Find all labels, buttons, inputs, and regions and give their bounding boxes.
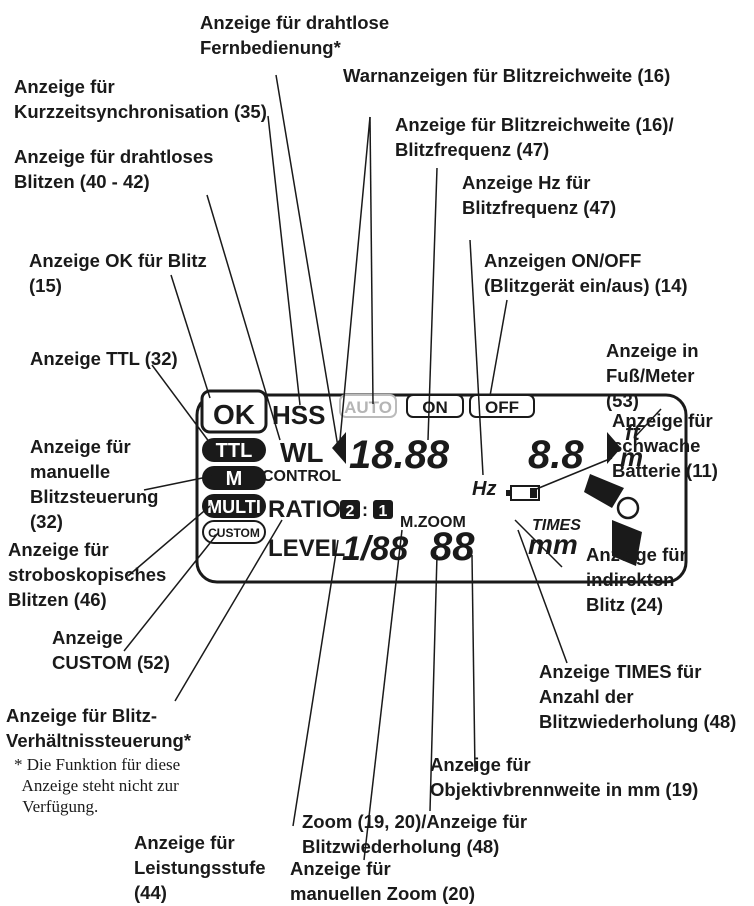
multi-indicator-box	[202, 494, 266, 518]
bounce-head-top-icon	[584, 474, 624, 508]
label-wireless-flash: Anzeige für drahtloses Blitzen (40 - 42)	[14, 146, 214, 192]
label-battery: Anzeige für schwache Batterie (11)	[612, 410, 718, 481]
auto-indicator: AUTO	[344, 398, 392, 417]
label-bounce: Anzeige für indirekten Blitz (24)	[586, 544, 687, 615]
leader-manual-zoom	[363, 529, 403, 861]
leader-ft-m	[633, 408, 662, 439]
leader-hz	[469, 239, 484, 476]
leader-ratio	[174, 519, 283, 702]
mm-indicator: mm	[528, 529, 578, 560]
bounce-head-bottom-icon	[612, 520, 642, 566]
label-focal: Anzeige für Objektivbrennweite in mm (19…	[430, 754, 699, 800]
leader-range-freq	[427, 167, 438, 441]
m-indicator-box	[202, 466, 266, 490]
label-manual-zoom: Anzeige für manuellen Zoom (20)	[290, 858, 476, 904]
distance-digits-right: 8.8	[528, 433, 584, 477]
ratio-a-box	[340, 500, 360, 519]
label-ttl: Anzeige TTL (32)	[30, 348, 178, 369]
on-indicator-box	[406, 394, 464, 418]
wl-indicator: WL	[280, 437, 324, 468]
leader-range-warning-left	[339, 116, 371, 441]
leader-ok	[170, 274, 211, 399]
on-indicator: ON	[422, 398, 448, 417]
leader-bounce	[514, 519, 563, 568]
label-level: Anzeige für Leistungsstufe (44)	[134, 832, 266, 903]
ratio-a: 2	[346, 503, 355, 520]
ratio-indicator: RATIO	[268, 496, 341, 523]
range-warning-left-arrow	[332, 432, 346, 464]
leader-hss	[267, 115, 301, 406]
custom-indicator: CUSTOM	[208, 526, 260, 540]
label-ok: Anzeige OK für Blitz (15)	[29, 250, 207, 296]
ratio-b: 1	[379, 503, 388, 520]
leader-on-off	[489, 299, 508, 397]
label-wireless-remote: Anzeige für drahtlose Fernbedienung*	[200, 12, 390, 58]
level-indicator: LEVEL	[268, 535, 345, 562]
label-times: Anzeige TIMES für Anzahl der Blitzwieder…	[539, 661, 737, 732]
off-indicator-box	[469, 394, 535, 418]
ttl-indicator-box	[202, 438, 266, 462]
ok-indicator-box	[200, 389, 268, 434]
footnote: * Die Funktion für diese Anzeige steht n…	[14, 755, 181, 816]
leader-lines	[123, 74, 662, 861]
label-custom: Anzeige CUSTOM (52)	[52, 627, 170, 673]
leader-ttl	[151, 364, 211, 444]
leader-strobe	[127, 505, 211, 577]
auto-indicator-box	[339, 394, 397, 418]
ratio-b-box	[373, 500, 393, 519]
multi-indicator: MULTI	[207, 497, 261, 517]
hss-indicator: HSS	[272, 400, 325, 430]
leader-battery	[533, 457, 613, 491]
label-on-off: Anzeigen ON/OFF (Blitzgerät ein/aus) (14…	[484, 250, 688, 296]
leader-focal	[471, 554, 476, 773]
leader-level	[292, 539, 339, 827]
label-ratio: Anzeige für Blitz- Verhältnissteuerung*	[6, 705, 192, 751]
range-warning-right-arrow	[607, 432, 621, 464]
leader-auto	[369, 116, 374, 405]
battery-tip	[506, 490, 511, 496]
distance-digits: 18.88	[349, 433, 450, 477]
times-indicator: TIMES	[532, 517, 581, 534]
label-hss: Anzeige für Kurzzeitsynchronisation (35)	[14, 76, 267, 122]
off-indicator: OFF	[485, 398, 519, 417]
ok-indicator: OK	[213, 399, 255, 430]
ft-indicator: ft	[625, 420, 641, 445]
m-indicator: m	[620, 442, 643, 472]
manual-indicator: M	[226, 468, 243, 490]
label-strobe: Anzeige für stroboskopisches Blitzen (46…	[8, 539, 167, 610]
ttl-indicator: TTL	[216, 440, 253, 462]
label-manual: Anzeige für manuelle Blitzsteuerung (32)	[30, 436, 159, 532]
leader-wireless-remote	[275, 74, 339, 448]
label-range-warning: Warnanzeigen für Blitzreichweite (16)	[343, 65, 671, 86]
mzoom-indicator: M.ZOOM	[400, 514, 466, 531]
leader-wireless-flash	[206, 194, 281, 441]
label-ft-m: Anzeige in Fuß/Meter (53)	[606, 340, 699, 411]
bounce-lamp-icon	[616, 496, 640, 520]
ratio-colon: :	[362, 500, 368, 520]
battery-level	[530, 488, 537, 498]
label-hz: Anzeige Hz für Blitzfrequenz (47)	[462, 172, 617, 218]
level-value-digits: 1/88	[342, 530, 408, 568]
leader-manual	[143, 475, 213, 491]
leader-custom	[123, 532, 219, 652]
label-zoom-repeat: Zoom (19, 20)/Anzeige für Blitzwiederhol…	[302, 811, 528, 857]
leader-zoom-repeat	[429, 554, 438, 812]
label-range-freq: Anzeige für Blitzreichweite (16)/ Blitzf…	[395, 114, 674, 160]
hz-indicator: Hz	[472, 478, 496, 500]
custom-indicator-box	[202, 520, 266, 544]
leader-times	[517, 529, 568, 664]
control-indicator: CONTROL	[262, 468, 341, 485]
